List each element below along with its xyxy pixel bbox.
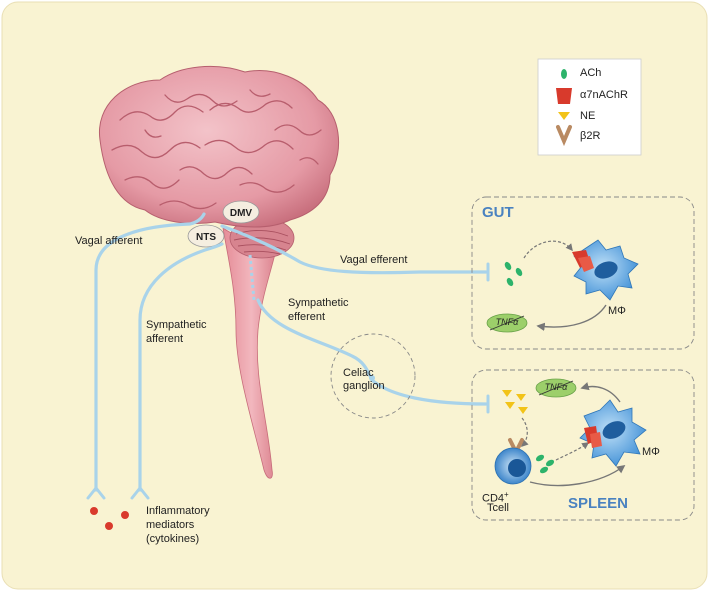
cytokine-dot <box>121 511 129 519</box>
cerebellum-folia <box>233 230 291 255</box>
legend <box>537 58 642 156</box>
celiac-ganglion-label-line2: ganglion <box>343 380 385 392</box>
spleen-tnf-strike <box>538 380 574 396</box>
legend-label-ne: NE <box>580 110 596 122</box>
vagal-efferent-label: Vagal efferent <box>340 254 408 266</box>
tcell-label-sup: + <box>504 490 509 499</box>
legend-box <box>537 58 642 156</box>
spleen-box <box>471 369 695 521</box>
ne-molecule <box>502 390 512 397</box>
b2r-icon <box>556 125 572 147</box>
sympathetic-afferent-ending <box>130 486 150 500</box>
spleen-macrophage-nucleus <box>602 421 626 439</box>
mediators-label-line2: mediators <box>146 519 195 531</box>
gut-box <box>471 196 695 350</box>
spleen-panel <box>471 369 695 521</box>
vagal-afferent-fiber <box>94 212 206 492</box>
ach-molecule <box>515 267 523 277</box>
tcell-label-line1: CD4+ <box>482 488 509 506</box>
nts-label: NTS <box>196 232 216 243</box>
tcell-nucleus <box>508 459 526 477</box>
spleen-ne-arrow <box>520 417 529 448</box>
vagal-efferent-fiber <box>220 224 488 275</box>
ne-molecule <box>505 402 515 409</box>
gut-macrophage-label: MΦ <box>608 305 626 317</box>
nerve-fibers <box>94 212 488 492</box>
spinal-dashed-fiber <box>248 254 256 301</box>
cytokine-dot <box>90 507 98 515</box>
gut-a7nachr-receptor <box>578 256 594 272</box>
brain-gyri <box>111 89 322 210</box>
spleen-tnf-arrow <box>580 382 621 403</box>
celiac-synapse <box>369 375 375 381</box>
spleen-a7nachr-receptor <box>590 432 602 448</box>
spleen-tnf-label: TNFα <box>544 382 568 392</box>
spleen-macrophage-label: MΦ <box>642 446 660 458</box>
gut-tnf-strike <box>489 315 525 331</box>
ne-molecule <box>518 407 528 414</box>
nts-node <box>187 224 225 248</box>
sympathetic-efferent-label-line2: efferent <box>288 311 326 323</box>
sympathetic-afferent-fiber <box>138 242 224 492</box>
gut-tnf-label: TNFα <box>495 317 519 327</box>
sympathetic-efferent-label-line1: Sympathetic <box>288 297 349 309</box>
legend-label-ach: ACh <box>580 67 602 79</box>
gut-ach-arrow <box>523 240 573 259</box>
tcell-label-cd4: CD4 <box>482 492 505 505</box>
ne-molecule <box>516 394 526 401</box>
mediators-label-line3: (cytokines) <box>146 533 200 545</box>
ne-icon <box>558 112 570 120</box>
a7nachr-icon <box>556 88 572 104</box>
vagal-afferent-ending <box>86 486 106 500</box>
gut-tnf-arrow <box>536 304 607 331</box>
ach-molecule <box>506 277 514 287</box>
ach-molecule <box>539 466 549 474</box>
gut-panel <box>471 196 695 350</box>
sympathetic-afferent-label-line2: afferent <box>146 333 184 345</box>
ach-molecule <box>535 454 545 462</box>
dmv-label: DMV <box>230 208 253 219</box>
spleen-ach-arrow <box>555 442 590 461</box>
gut-title: GUT <box>482 204 514 221</box>
legend-label-a7nachr: α7nAChR <box>580 89 628 101</box>
sympathetic-afferent-label-line1: Sympathetic <box>146 319 207 331</box>
celiac-ganglion-label-line1: Celiac <box>343 367 374 379</box>
vagal-afferent-label: Vagal afferent <box>75 235 143 247</box>
cytokine-dot <box>105 522 113 530</box>
celiac-ganglion-circle <box>330 333 416 419</box>
legend-label-b2r: β2R <box>580 130 601 142</box>
ach-molecule <box>504 261 512 271</box>
tcell-label-line2: Tcell <box>487 502 510 514</box>
ach-molecule <box>545 459 555 467</box>
sympathetic-efferent-fiber <box>256 298 488 406</box>
tcell-to-macrophage-arrow <box>529 464 626 487</box>
brain <box>98 65 340 228</box>
mediators-label-line1: Inflammatory <box>146 505 210 517</box>
ach-icon <box>561 69 567 79</box>
gut-macrophage-nucleus <box>594 261 618 279</box>
cytokine-dots <box>90 507 129 530</box>
spleen-title: SPLEEN <box>568 495 629 512</box>
dmv-node <box>222 200 260 224</box>
afferent-endings <box>86 486 150 500</box>
